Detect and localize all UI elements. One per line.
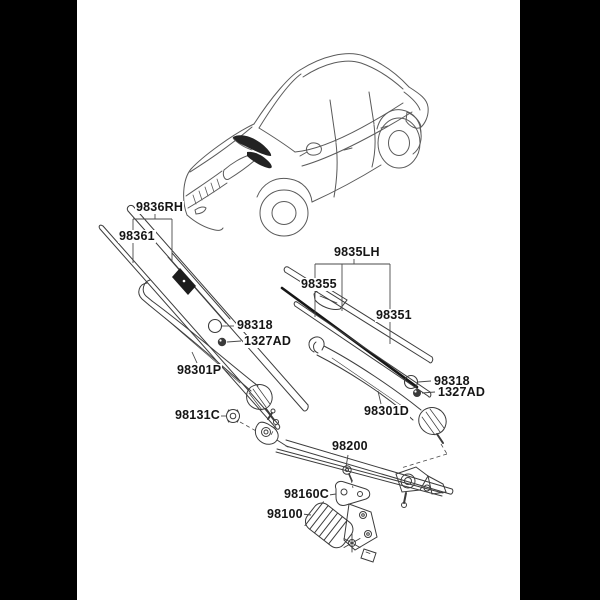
- pivot-cap-icon-left: [207, 318, 223, 334]
- part-label-98100: 98100: [266, 507, 304, 521]
- part-label-98301P: 98301P: [176, 363, 223, 377]
- bolt-icon-right: [413, 389, 421, 397]
- motor-gear-star: [343, 533, 361, 553]
- part-label-98131C: 98131C: [174, 408, 221, 422]
- motor-mount-bracket: [335, 481, 371, 506]
- part-label-1327AD-left: 1327AD: [243, 334, 293, 348]
- fastener-icons: [207, 318, 421, 423]
- rear-wheel: [376, 109, 422, 169]
- side-mirror: [306, 142, 322, 156]
- front-wheel: [256, 177, 313, 237]
- car-illustration: [183, 53, 429, 237]
- part-label-9836RH: 9836RH: [135, 200, 185, 214]
- part-label-98200: 98200: [331, 439, 369, 453]
- part-label-98361: 98361: [118, 229, 156, 243]
- part-label-9835LH: 9835LH: [333, 245, 381, 259]
- wiper-motor: [304, 501, 378, 563]
- part-label-98351: 98351: [375, 308, 413, 322]
- grille-hatch-lines: [192, 178, 221, 205]
- part-label-98318-left: 98318: [236, 318, 274, 332]
- part-label-1327AD-right: 1327AD: [437, 385, 487, 399]
- leader-lines: [132, 214, 436, 516]
- letterbox-right: [520, 0, 600, 600]
- part-label-98355: 98355: [300, 277, 338, 291]
- letterbox-left: [0, 0, 77, 600]
- wiper-arm-rh: [138, 279, 279, 425]
- pivot-cap-icon-right: [403, 374, 419, 390]
- fog-lamp: [194, 206, 207, 215]
- wiper-linkage-assembly: [254, 408, 454, 508]
- part-label-98318-right: 98318: [433, 374, 471, 388]
- car-wipers-highlight: [232, 135, 272, 169]
- bolt-icon-left: [217, 337, 227, 347]
- nut-icon: [226, 409, 240, 423]
- part-label-98301D: 98301D: [363, 404, 410, 418]
- assembly-dashed-lines: [239, 421, 448, 489]
- motor-connector: [360, 548, 377, 563]
- part-label-98160C: 98160C: [283, 487, 330, 501]
